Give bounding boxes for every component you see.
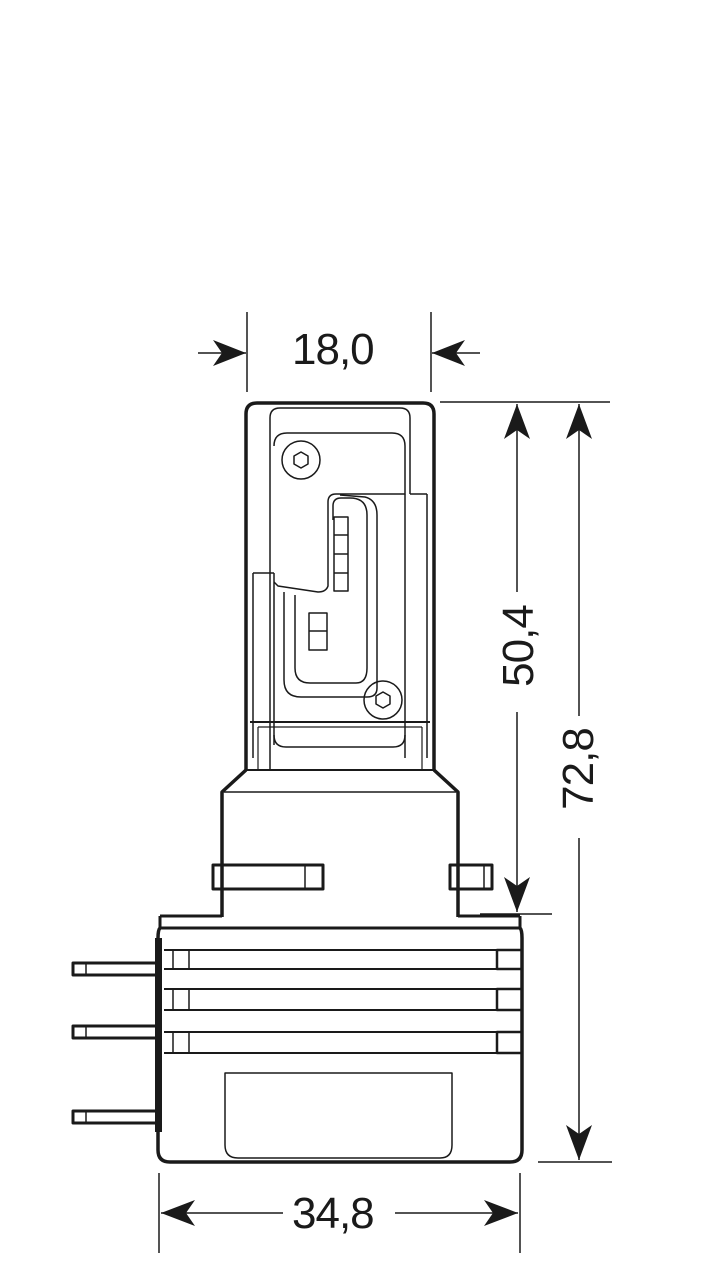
head-height-label: 50,4 xyxy=(494,605,543,687)
arrow-left-icon xyxy=(161,1200,195,1226)
arrow-right-icon xyxy=(484,1200,518,1226)
hex-screw-bottom-icon xyxy=(363,680,403,720)
neck-collar xyxy=(211,768,494,917)
overall-height-label: 72,8 xyxy=(554,728,603,810)
head-width-label: 18,0 xyxy=(292,325,375,374)
arrow-left-icon xyxy=(432,340,465,366)
dim-head-width xyxy=(198,312,480,392)
arrow-up-icon xyxy=(504,404,530,439)
connector-pins xyxy=(71,961,161,1125)
arrow-up-icon xyxy=(566,404,592,439)
dim-head-height xyxy=(440,401,610,915)
led-chip-strip xyxy=(333,516,349,592)
base-cooling-fins xyxy=(155,914,524,1164)
hex-screw-top-icon xyxy=(281,440,321,480)
dim-overall-width xyxy=(158,1173,521,1253)
arrow-down-icon xyxy=(566,1125,592,1160)
locking-tab-right xyxy=(448,863,494,891)
overall-width-label: 34,8 xyxy=(292,1189,375,1238)
arrow-right-icon xyxy=(213,340,246,366)
base-window xyxy=(224,1072,453,1159)
dim-overall-height xyxy=(538,404,612,1163)
locking-tab-left xyxy=(211,863,325,891)
arrow-down-icon xyxy=(504,877,530,912)
led-chip-pair xyxy=(308,612,328,651)
led-head xyxy=(244,401,436,770)
